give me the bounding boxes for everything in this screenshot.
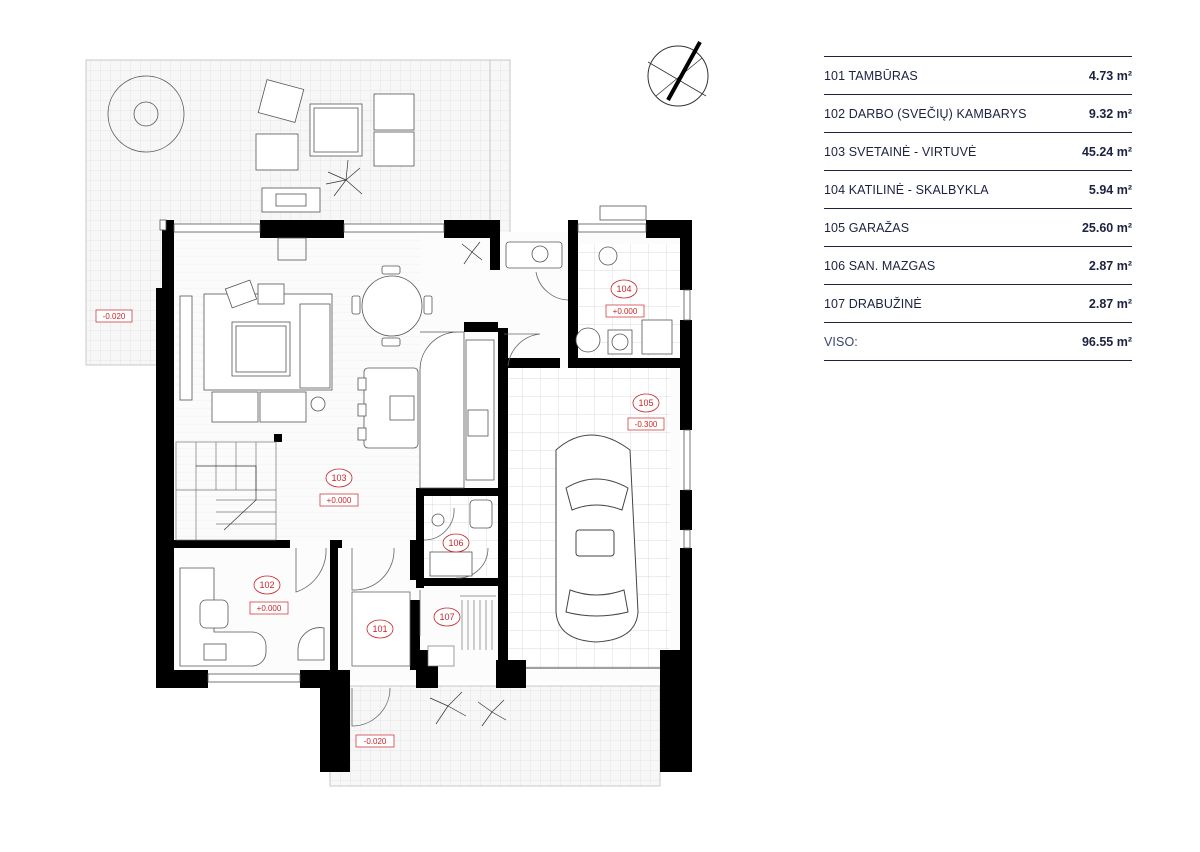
room-name: 104 KATILINĖ - SKALBYKLA: [824, 182, 989, 197]
svg-text:+0.000: +0.000: [257, 604, 282, 613]
room-tag-104: 104: [610, 279, 638, 299]
room-tag-102: 102: [253, 575, 281, 595]
area-row-101: 101 TAMBŪRAS 4.73 m²: [824, 57, 1132, 95]
room-tag-106: 106: [442, 533, 470, 553]
room-area: 5.94 m²: [1088, 182, 1132, 197]
room-area: 25.60 m²: [1081, 220, 1132, 235]
level-104: +0.000: [605, 304, 645, 318]
living-furniture: [179, 275, 495, 489]
level-102: +0.000: [249, 601, 289, 615]
room-area: 45.24 m²: [1081, 144, 1132, 159]
floor-plan-drawing: 101 102 103 104 105 106 107 +0.00: [85, 41, 709, 787]
room-name: 103 SVETAINĖ - VIRTUVĖ: [824, 144, 977, 159]
doors: [295, 271, 569, 727]
svg-text:-0.300: -0.300: [635, 420, 658, 429]
room-tag-105: 105: [632, 393, 660, 413]
svg-text:-0.020: -0.020: [103, 312, 126, 321]
svg-text:+0.000: +0.000: [327, 496, 352, 505]
svg-text:101: 101: [372, 624, 387, 634]
room-area: 9.32 m²: [1088, 106, 1132, 121]
room-area-table: 101 TAMBŪRAS 4.73 m² 102 DARBO (SVEČIŲ) …: [824, 56, 1132, 361]
terrace-furniture: [107, 75, 415, 261]
room-name: 102 DARBO (SVEČIŲ) KAMBARYS: [824, 106, 1027, 121]
area-row-103: 103 SVETAINĖ - VIRTUVĖ 45.24 m²: [824, 133, 1132, 171]
area-row-105: 105 GARAŽAS 25.60 m²: [824, 209, 1132, 247]
area-row-106: 106 SAN. MAZGAS 2.87 m²: [824, 247, 1132, 285]
room-tag-107: 107: [433, 607, 461, 627]
area-row-107: 107 DRABUŽINĖ 2.87 m²: [824, 285, 1132, 323]
area-row-104: 104 KATILINĖ - SKALBYKLA 5.94 m²: [824, 171, 1132, 209]
room-area: 2.87 m²: [1088, 258, 1132, 273]
room-tag-101: 101: [366, 619, 394, 639]
area-row-102: 102 DARBO (SVEČIŲ) KAMBARYS 9.32 m²: [824, 95, 1132, 133]
area-row-total: VISO: 96.55 m²: [824, 323, 1132, 361]
walls: [156, 220, 692, 772]
svg-text:+0.000: +0.000: [613, 307, 638, 316]
svg-text:103: 103: [331, 473, 346, 483]
room-name: 105 GARAŽAS: [824, 220, 910, 235]
svg-text:-0.020: -0.020: [364, 737, 387, 746]
svg-text:105: 105: [638, 398, 653, 408]
north-arrow-icon: [647, 41, 709, 107]
level-terrace: -0.020: [95, 309, 133, 323]
office-furniture: [179, 567, 325, 667]
total-label: VISO:: [824, 334, 858, 349]
level-105: -0.300: [627, 417, 665, 431]
car-icon: [555, 434, 639, 643]
room-name: 107 DRABUŽINĖ: [824, 296, 922, 311]
floor-plan: 101 102 103 104 105 106 107 +0.00: [85, 41, 709, 787]
level-entrance: -0.020: [355, 734, 395, 748]
stairs: [175, 441, 277, 541]
room-area: 2.87 m²: [1088, 296, 1132, 311]
svg-text:107: 107: [439, 612, 454, 622]
level-103: +0.000: [319, 493, 359, 507]
svg-text:102: 102: [259, 580, 274, 590]
room-name: 101 TAMBŪRAS: [824, 68, 918, 83]
room-area: 4.73 m²: [1088, 68, 1132, 83]
svg-text:104: 104: [616, 284, 631, 294]
room-name: 106 SAN. MAZGAS: [824, 258, 936, 273]
svg-text:106: 106: [448, 538, 463, 548]
windows: [159, 205, 691, 683]
total-area: 96.55 m²: [1081, 334, 1132, 349]
room-tag-103: 103: [325, 468, 353, 488]
